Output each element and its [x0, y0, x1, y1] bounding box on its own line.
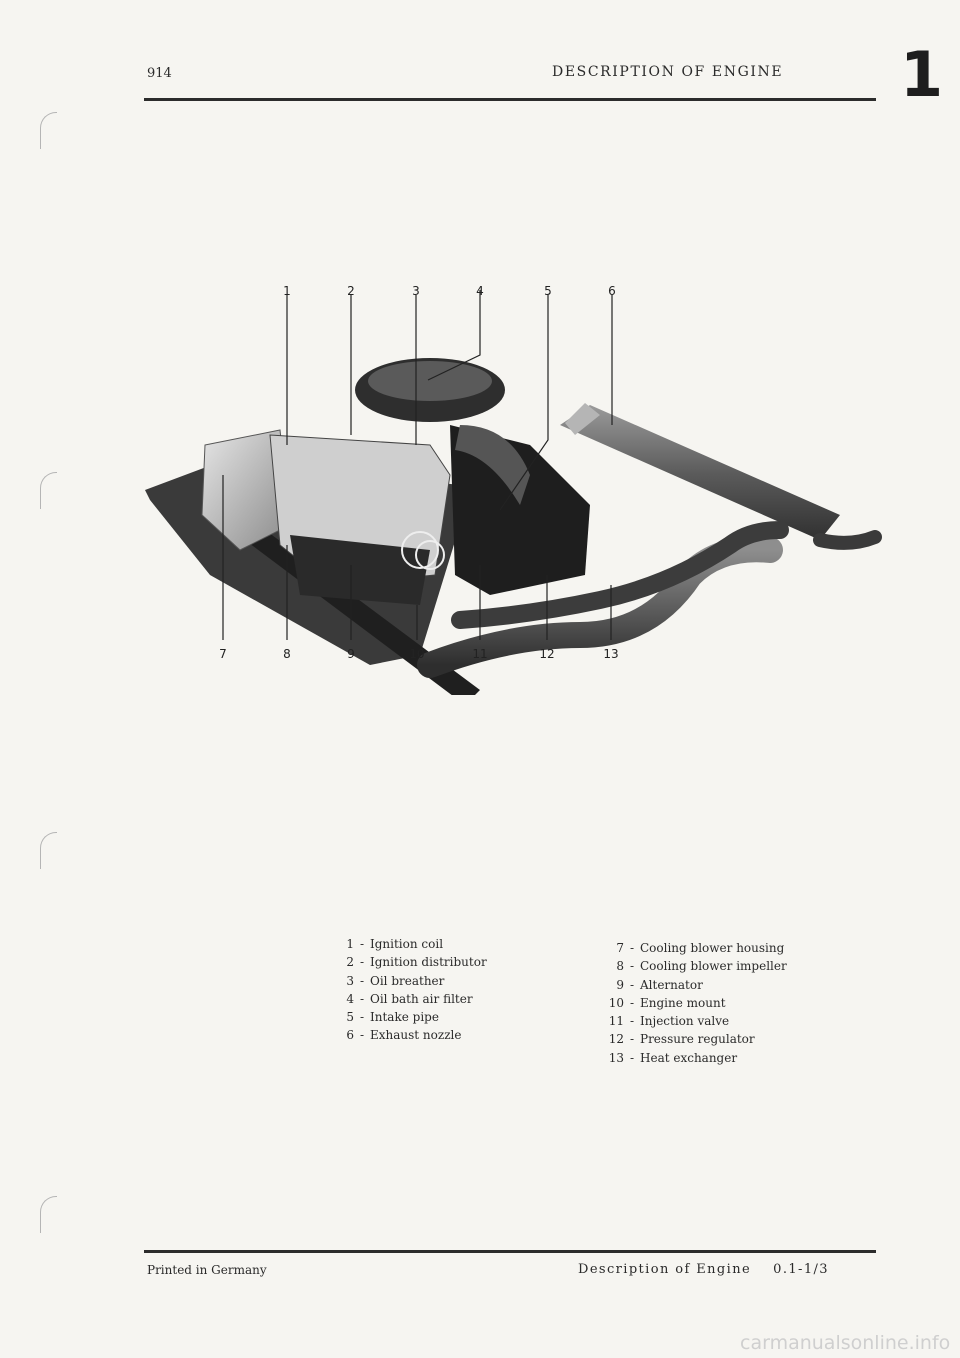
legend-right: 7-Cooling blower housing 8-Cooling blowe…: [600, 939, 787, 1067]
callout-number: 10: [409, 647, 425, 661]
watermark: carmanualsonline.info: [740, 1332, 951, 1354]
header-rule: [144, 98, 876, 101]
punch-hole-mark: [40, 832, 57, 869]
callout-number: 5: [544, 284, 552, 298]
engine-photograph: [145, 290, 882, 695]
callout-number: 3: [412, 284, 420, 298]
callout-number: 7: [219, 647, 227, 661]
callout-number: 8: [283, 647, 291, 661]
legend-item: 12-Pressure regulator: [608, 1032, 755, 1047]
callout-number: 1: [283, 284, 291, 298]
legend-item: 7-Cooling blower housing: [616, 941, 785, 955]
header-model: 914: [147, 66, 172, 81]
chapter-number: 1: [900, 38, 944, 111]
callout-number: 11: [472, 647, 488, 661]
punch-hole-mark: [40, 472, 57, 509]
footer-rule: [144, 1250, 876, 1253]
legend-item: 6-Exhaust nozzle: [346, 1028, 462, 1043]
legend-item: 1-Ignition coil: [346, 937, 444, 951]
footer-printed-in: Printed in Germany: [147, 1263, 267, 1277]
legend-item: 9-Alternator: [616, 977, 703, 992]
legend-left: 1-Ignition coil 2-Ignition distributor 3…: [330, 935, 487, 1045]
legend-item: 3-Oil breather: [346, 973, 445, 988]
callout-number: 6: [608, 284, 616, 298]
callout-number: 2: [347, 284, 355, 298]
header-title: DESCRIPTION OF ENGINE: [552, 64, 784, 80]
legend-item: 5-Intake pipe: [346, 1010, 439, 1025]
callout-number: 13: [603, 647, 619, 661]
legend-item: 11-Injection valve: [608, 1014, 730, 1029]
legend-item: 4-Oil bath air filter: [346, 991, 473, 1006]
callout-number: 4: [476, 284, 484, 298]
callout-number: 12: [539, 647, 555, 661]
punch-hole-mark: [40, 112, 57, 149]
callout-number: 9: [347, 647, 355, 661]
legend-item: 10-Engine mount: [608, 995, 726, 1010]
legend-item: 2-Ignition distributor: [346, 955, 487, 970]
punch-hole-mark: [40, 1196, 57, 1233]
legend-item: 8-Cooling blower impeller: [616, 959, 787, 974]
legend-item: 13-Heat exchanger: [608, 1050, 738, 1065]
footer-page-reference: Description of Engine 0.1-1/3: [578, 1262, 829, 1277]
